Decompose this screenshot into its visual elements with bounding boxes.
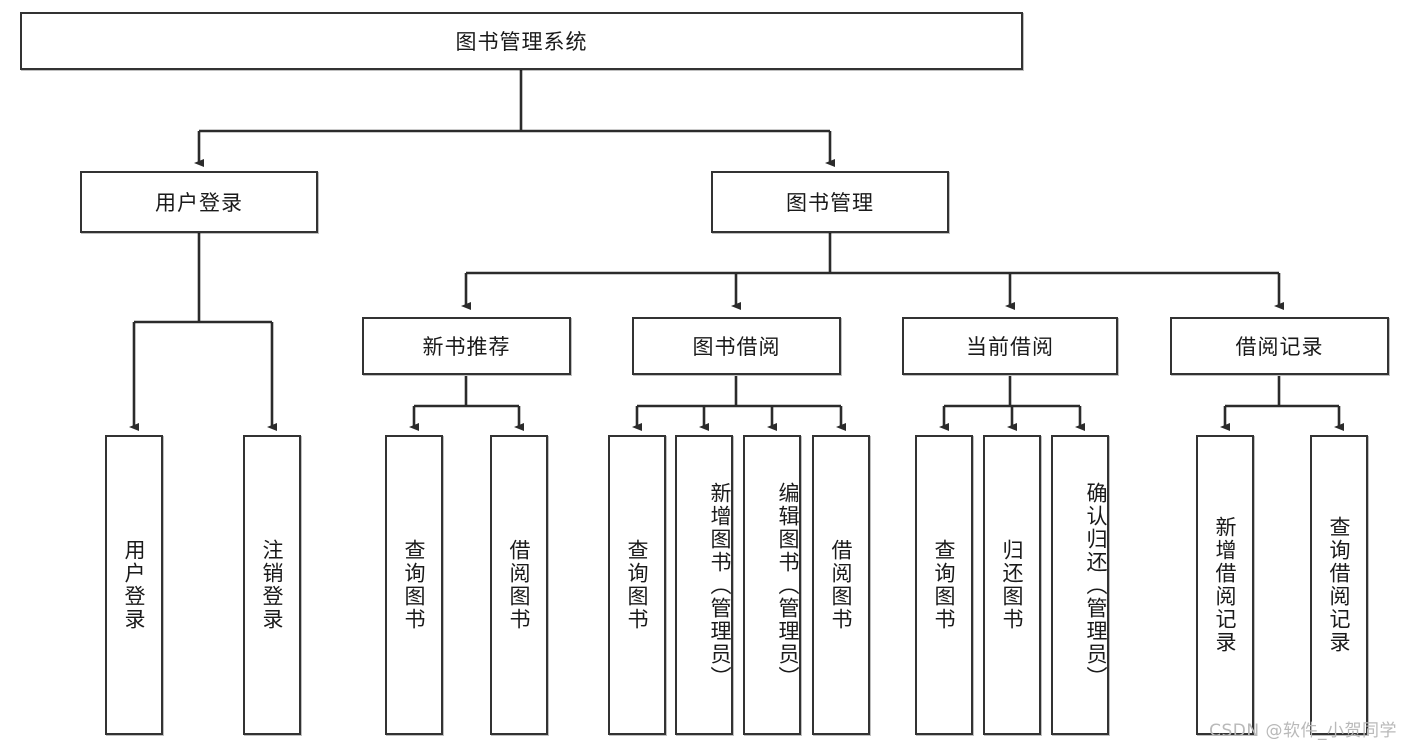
node-root-book-management-system[interactable]: 图书管理系统 bbox=[20, 12, 1023, 70]
node-new-book-recommend[interactable]: 新书推荐 bbox=[362, 317, 571, 375]
node-book-management[interactable]: 图书管理 bbox=[711, 171, 949, 233]
leaf-book-borrow-edit-admin[interactable]: 编辑图书（管理员） bbox=[743, 435, 801, 735]
leaf-borrow-record-add[interactable]: 新增借阅记录 bbox=[1196, 435, 1254, 735]
leaf-book-borrow-query[interactable]: 查询图书 bbox=[608, 435, 666, 735]
leaf-book-borrow-borrow[interactable]: 借阅图书 bbox=[812, 435, 870, 735]
node-current-borrow[interactable]: 当前借阅 bbox=[902, 317, 1118, 375]
leaf-user-login-login[interactable]: 用户登录 bbox=[105, 435, 163, 735]
node-book-borrow[interactable]: 图书借阅 bbox=[632, 317, 841, 375]
leaf-current-borrow-query[interactable]: 查询图书 bbox=[915, 435, 973, 735]
node-borrow-record[interactable]: 借阅记录 bbox=[1170, 317, 1389, 375]
leaf-book-borrow-add-admin[interactable]: 新增图书（管理员） bbox=[675, 435, 733, 735]
node-user-login[interactable]: 用户登录 bbox=[80, 171, 318, 233]
leaf-current-borrow-return[interactable]: 归还图书 bbox=[983, 435, 1041, 735]
leaf-user-login-logout[interactable]: 注销登录 bbox=[243, 435, 301, 735]
csdn-watermark: CSDN @软件_小贺同学 bbox=[1209, 721, 1397, 741]
leaf-new-book-borrow[interactable]: 借阅图书 bbox=[490, 435, 548, 735]
leaf-borrow-record-query[interactable]: 查询借阅记录 bbox=[1310, 435, 1368, 735]
leaf-current-borrow-confirm-return-admin[interactable]: 确认归还（管理员） bbox=[1051, 435, 1109, 735]
leaf-new-book-query[interactable]: 查询图书 bbox=[385, 435, 443, 735]
